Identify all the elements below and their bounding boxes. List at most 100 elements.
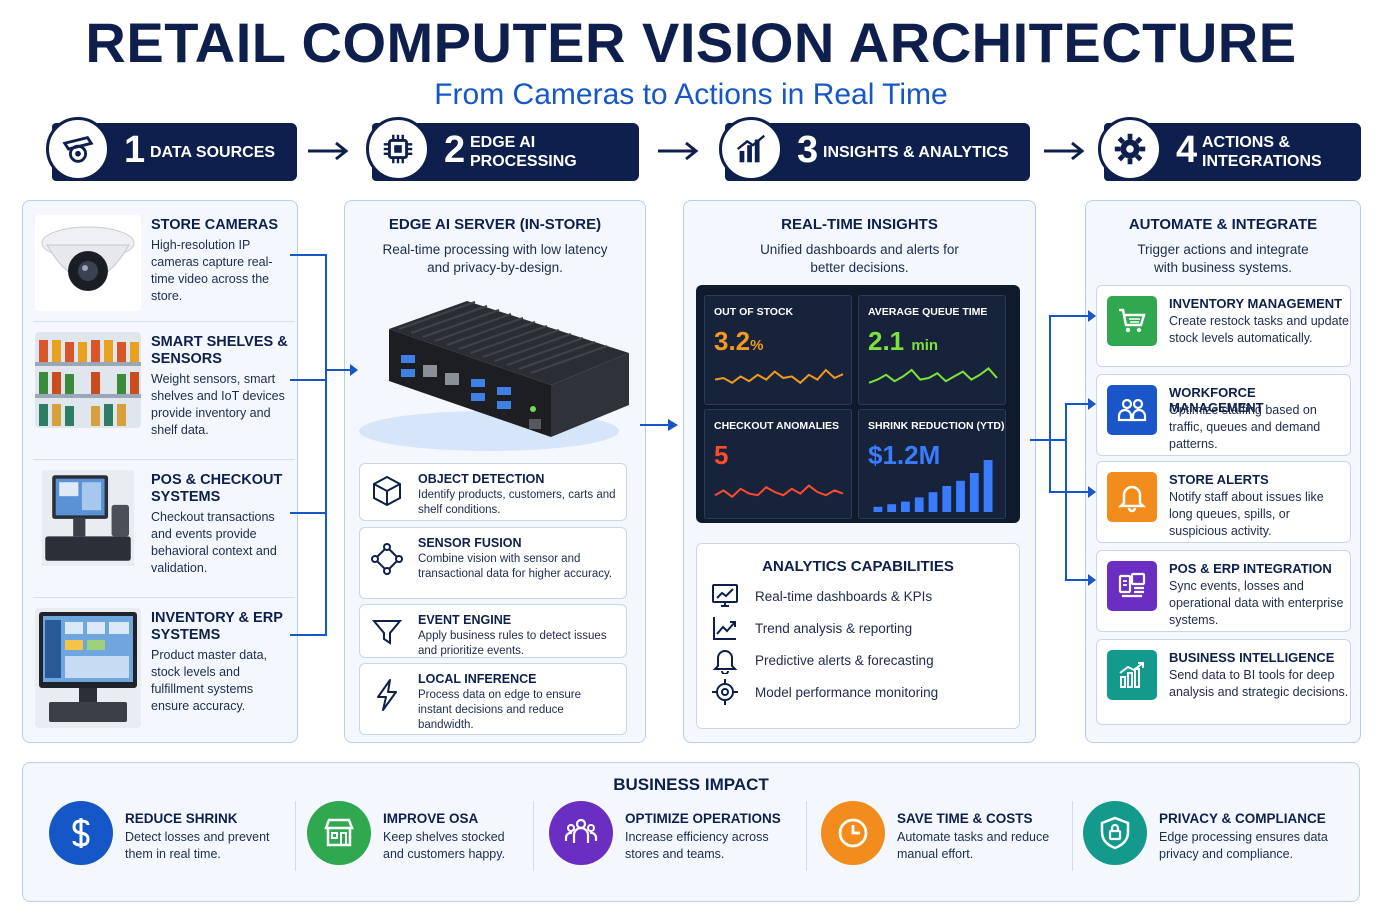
arrow-right-icon <box>1044 141 1085 161</box>
impact-item-title: IMPROVE OSA <box>383 811 479 826</box>
step-label: ACTIONS & INTEGRATIONS <box>1202 134 1322 170</box>
filter-icon <box>371 620 403 645</box>
step-label: EDGE AI PROCESSING <box>470 134 577 170</box>
erp-monitor-photo <box>35 608 141 728</box>
action-title: POS & ERP INTEGRATION <box>1169 561 1332 576</box>
insights-subtitle: Unified dashboards and alerts for better… <box>760 242 959 275</box>
actions-panel: AUTOMATE & INTEGRATE Trigger actions and… <box>1085 200 1361 743</box>
kpi-tile-checkout-anomalies: CHECKOUT ANOMALIES 5 <box>704 409 852 519</box>
edge-ai-title: EDGE AI SERVER (IN-STORE) <box>388 216 602 233</box>
action-store-alerts: STORE ALERTS Notify staff about issues l… <box>1096 461 1351 543</box>
bell-icon <box>1107 472 1157 522</box>
kpi-value: 3.2% <box>714 326 764 357</box>
sparkline-series <box>714 484 844 499</box>
source-desc: High-resolution IP cameras capture real-… <box>151 238 273 303</box>
impact-item-title: REDUCE SHRINK <box>125 811 238 826</box>
pos-icon <box>1107 561 1157 611</box>
action-desc: Optimize staffing based on traffic, queu… <box>1169 403 1321 451</box>
step-number: 1 <box>124 129 146 171</box>
impact-item-desc: Edge processing ensures data privacy and… <box>1159 830 1328 861</box>
source-title: POS & CHECKOUT SYSTEMS <box>151 472 283 505</box>
monitor-chart-icon <box>712 584 738 607</box>
feature-desc: Process data on edge to ensure instant d… <box>418 689 582 731</box>
data-sources-panel: STORE CAMERAS High-resolution IP cameras… <box>22 200 298 743</box>
impact-item-title: OPTIMIZE OPERATIONS <box>625 811 781 826</box>
impact-title: BUSINESS IMPACT <box>613 775 769 794</box>
dollar-icon <box>49 801 113 865</box>
pos-terminal-photo <box>41 470 135 566</box>
feature-title: SENSOR FUSION <box>418 536 522 550</box>
edge-server-device <box>359 301 629 451</box>
chip-icon <box>366 117 430 181</box>
capability-item: Real-time dashboards & KPIs <box>711 582 932 610</box>
impact-privacy-compliance: PRIVACY & COMPLIANCE Edge processing ens… <box>1083 801 1353 871</box>
source-desc: Checkout transactions and events provide… <box>151 510 277 575</box>
shield-lock-icon <box>1083 801 1147 865</box>
action-title: WORKFORCE MANAGEMENT <box>1169 385 1264 415</box>
action-desc: Send data to BI tools for deep analysis … <box>1169 668 1349 699</box>
action-business-intelligence: BUSINESS INTELLIGENCE Send data to BI to… <box>1096 639 1351 725</box>
security-camera-photo <box>35 215 141 311</box>
capabilities-title: ANALYTICS CAPABILITIES <box>762 558 954 575</box>
impact-save-time-costs: SAVE TIME & COSTS Automate tasks and red… <box>821 801 1071 871</box>
impact-item-desc: Automate tasks and reduce manual effort. <box>897 830 1050 861</box>
action-workforce-management: WORKFORCE MANAGEMENT Optimize staffing b… <box>1096 374 1351 456</box>
kpi-value: 2.1 min <box>868 326 938 357</box>
clock-icon <box>821 801 885 865</box>
bell-icon <box>712 650 738 674</box>
capability-label: Model performance monitoring <box>755 684 939 700</box>
people-icon <box>1107 385 1157 435</box>
cart-icon <box>1107 296 1157 346</box>
bar-mark <box>983 460 993 512</box>
capability-item: Model performance monitoring <box>711 678 938 706</box>
insights-panel: REAL-TIME INSIGHTS Unified dashboards an… <box>683 200 1036 743</box>
edge-ai-panel: EDGE AI SERVER (IN-STORE) Real-time proc… <box>344 200 646 743</box>
impact-optimize-operations: OPTIMIZE OPERATIONS Increase efficiency … <box>549 801 809 871</box>
kpi-label: CHECKOUT ANOMALIES <box>714 420 840 432</box>
store-icon <box>307 801 371 865</box>
impact-item-title: PRIVACY & COMPLIANCE <box>1159 811 1326 826</box>
sparkline-series <box>868 367 998 384</box>
divider <box>295 801 296 871</box>
step-header-insights: 3 INSIGHTS & ANALYTICS <box>719 117 1030 181</box>
source-smart-shelves: SMART SHELVES & SENSORS Weight sensors, … <box>33 321 295 437</box>
kpi-unit: min <box>911 337 939 354</box>
action-inventory-management: INVENTORY MANAGEMENT Create restock task… <box>1096 285 1351 367</box>
source-store-cameras: STORE CAMERAS High-resolution IP cameras… <box>33 205 295 321</box>
feature-desc: Apply business rules to detect issues an… <box>418 630 607 657</box>
kpi-number: 3.2 <box>714 326 751 356</box>
kpi-unit: % <box>750 337 764 354</box>
capability-label: Trend analysis & reporting <box>755 620 913 636</box>
divider <box>806 801 807 871</box>
kpi-label: OUT OF STOCK <box>714 306 794 318</box>
step-header-edge-ai: 2 EDGE AI PROCESSING <box>366 117 639 181</box>
action-title: BUSINESS INTELLIGENCE <box>1169 650 1335 665</box>
capability-item: Trend analysis & reporting <box>711 614 912 642</box>
business-impact-panel: BUSINESS IMPACT REDUCE SHRINK Detect los… <box>22 762 1360 902</box>
action-desc: Notify staff about issues like long queu… <box>1169 490 1324 538</box>
action-title: INVENTORY MANAGEMENT <box>1169 296 1343 311</box>
team-icon <box>549 801 613 865</box>
edge-ai-subtitle: Real-time processing with low latency an… <box>382 242 608 275</box>
gear-icon <box>1098 117 1162 181</box>
step-header-actions: 4 ACTIONS & INTEGRATIONS <box>1098 117 1361 181</box>
impact-item-desc: Keep shelves stocked and customers happy… <box>383 830 506 861</box>
capability-label: Predictive alerts & forecasting <box>755 652 934 668</box>
store-shelves-photo <box>35 332 141 428</box>
feature-sensor-fusion: SENSOR FUSION Combine vision with sensor… <box>359 527 627 599</box>
feature-title: EVENT ENGINE <box>418 613 512 627</box>
feature-title: LOCAL INFERENCE <box>418 672 537 686</box>
source-title: INVENTORY & ERP SYSTEMS <box>151 610 283 643</box>
step-number: 3 <box>797 129 819 171</box>
bar-mark <box>873 506 883 512</box>
source-title: STORE CAMERAS <box>151 217 279 233</box>
impact-item-desc: Detect losses and prevent them in real t… <box>125 830 270 861</box>
sparkline-chart <box>868 367 998 384</box>
sparkline-chart <box>714 368 844 385</box>
kpi-dashboard: OUT OF STOCK 3.2% AVERAGE QUEUE TIME 2.1… <box>696 285 1020 523</box>
action-pos-erp-integration: POS & ERP INTEGRATION Sync events, losse… <box>1096 550 1351 632</box>
source-pos-checkout: POS & CHECKOUT SYSTEMS Checkout transact… <box>33 459 295 575</box>
bar-chart <box>873 460 993 512</box>
source-desc: Product master data, stock levels and fu… <box>151 648 268 713</box>
page-subtitle: From Cameras to Actions in Real Time <box>434 78 948 111</box>
